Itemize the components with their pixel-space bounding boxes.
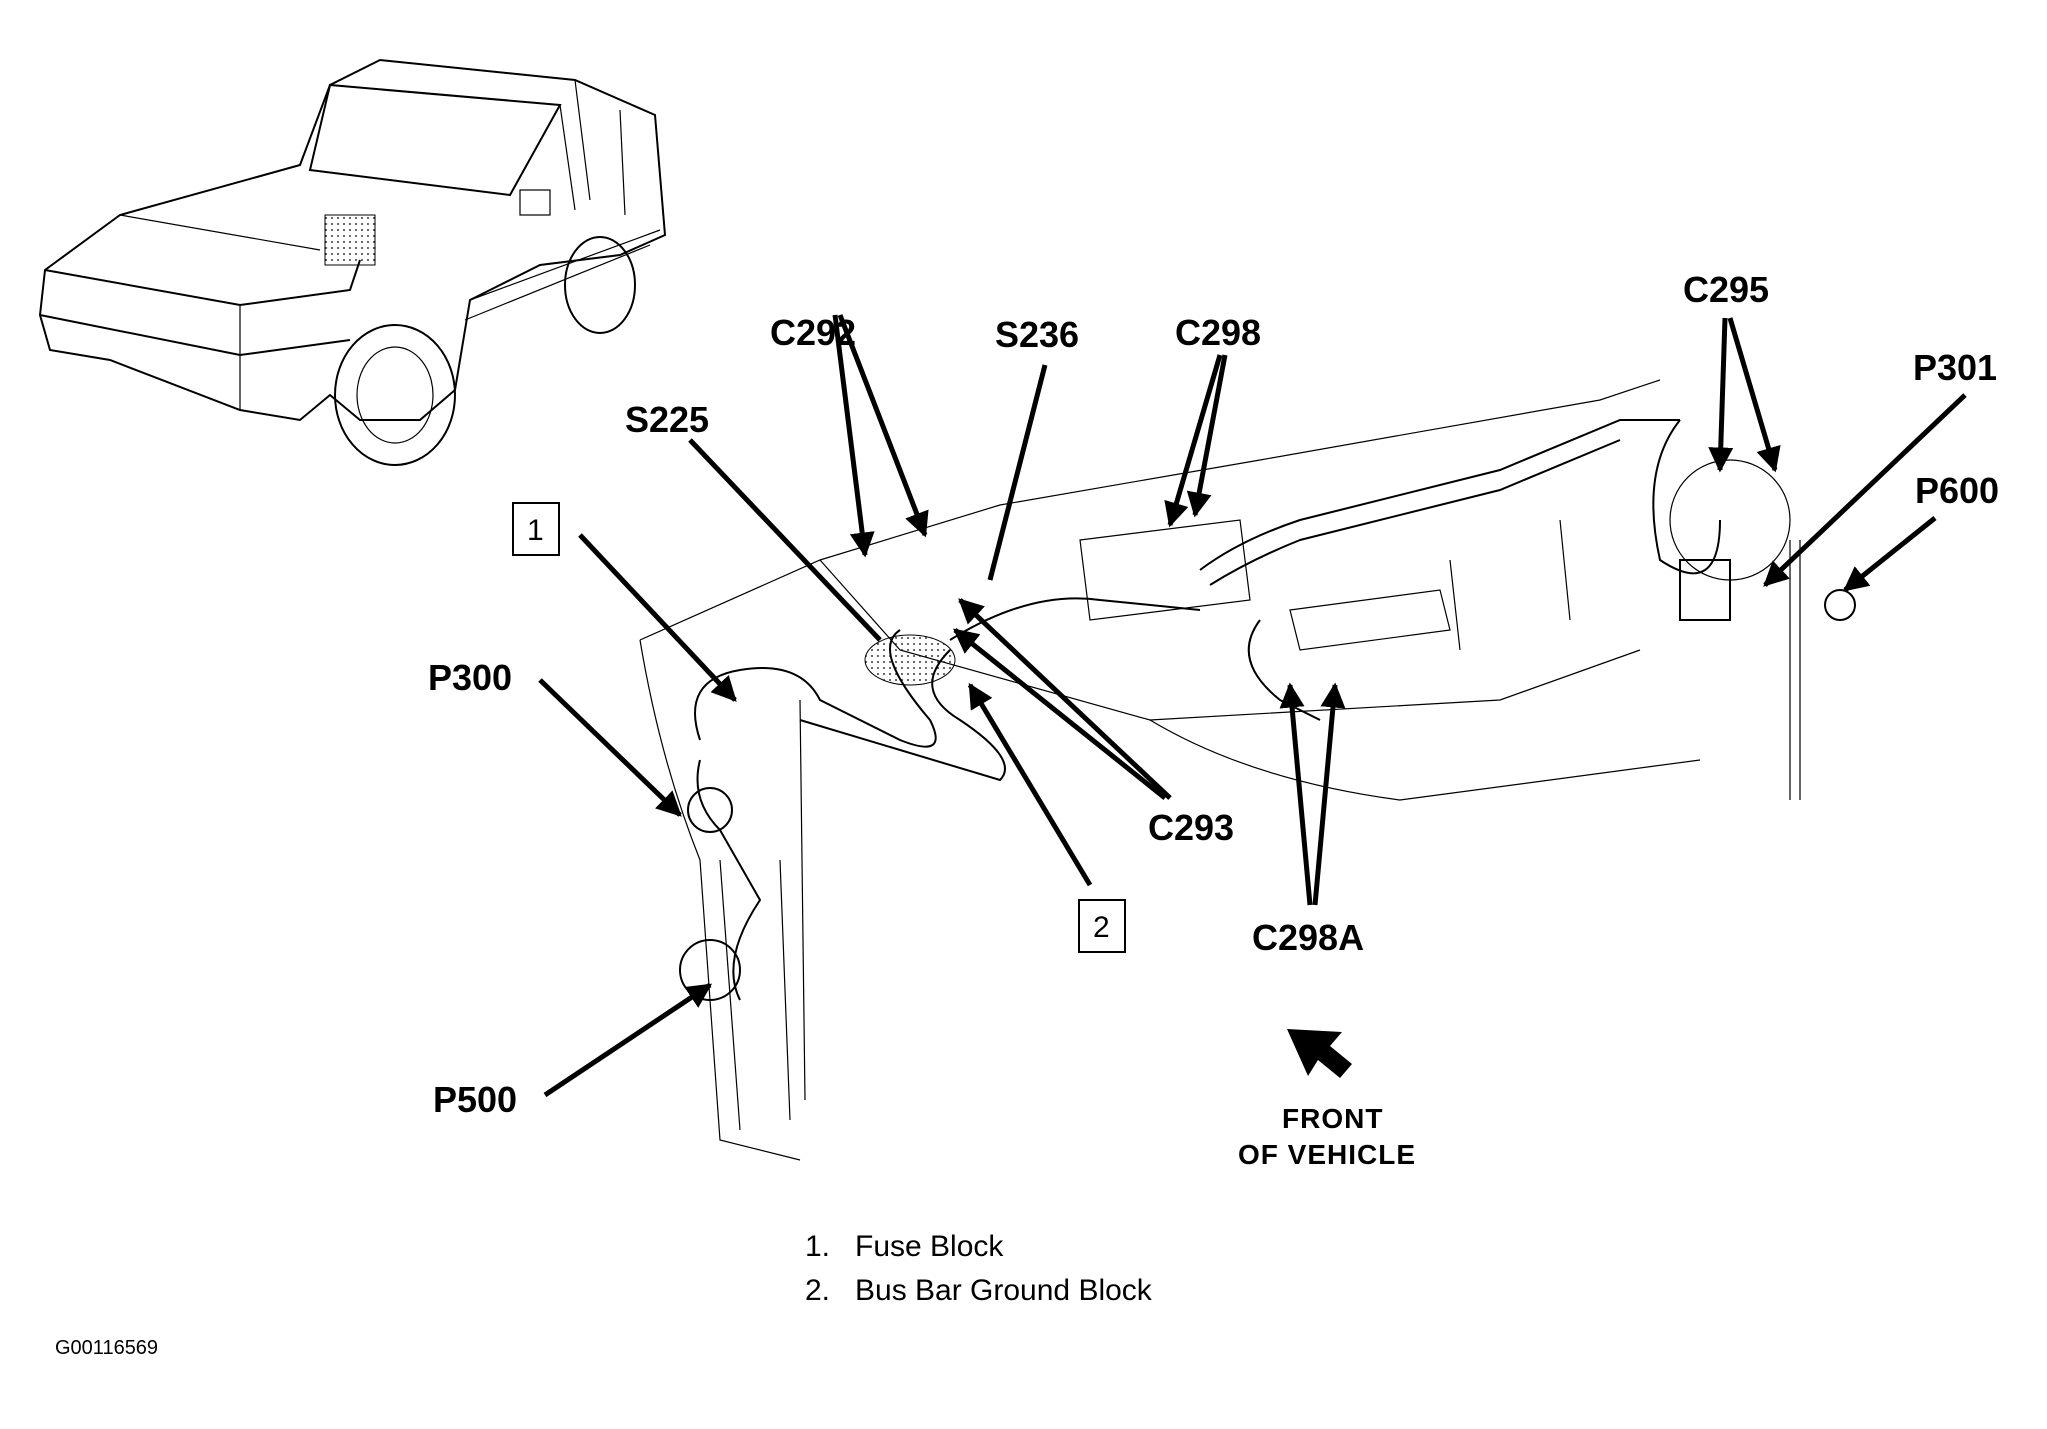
callout-p600: P600 bbox=[1915, 470, 1999, 511]
legend-item-2-number: 2. bbox=[805, 1274, 830, 1307]
callout-c292: C292 bbox=[770, 312, 856, 353]
legend: 1. Fuse Block 2. Bus Bar Ground Block bbox=[805, 1230, 1153, 1307]
legend-item-2-text: Bus Bar Ground Block bbox=[855, 1274, 1153, 1307]
leader-s225 bbox=[688, 438, 882, 642]
leader-arrows bbox=[538, 314, 1967, 1098]
leader-c298a-a bbox=[1279, 682, 1313, 906]
legend-item-1-number: 1. bbox=[805, 1230, 830, 1263]
instrument-panel-drawing bbox=[639, 379, 1801, 1161]
callout-s225: S225 bbox=[625, 399, 709, 440]
leader-p500 bbox=[543, 982, 713, 1098]
callout-s236: S236 bbox=[995, 314, 1079, 355]
vehicle-thumbnail-icon bbox=[38, 58, 667, 466]
arrow-up-left-icon bbox=[1287, 1029, 1352, 1078]
callout-c293: C293 bbox=[1148, 807, 1234, 848]
leader-s236 bbox=[987, 364, 1048, 581]
callout-p500: P500 bbox=[433, 1079, 517, 1120]
front-of-vehicle-indicator: FRONT OF VEHICLE bbox=[1238, 1029, 1416, 1170]
callout-p301: P301 bbox=[1913, 347, 1997, 388]
leader-p300 bbox=[538, 678, 682, 817]
leader-c293-b bbox=[958, 598, 1172, 800]
leader-c292-a bbox=[832, 314, 875, 558]
leader-p301 bbox=[1763, 393, 1967, 587]
leader-c298a-b bbox=[1312, 682, 1346, 906]
leader-c298-b bbox=[1186, 354, 1228, 518]
leader-c295-b bbox=[1727, 317, 1781, 473]
numbered-box-2: 2 bbox=[1078, 899, 1126, 953]
svg-text:2: 2 bbox=[1093, 911, 1110, 944]
callout-c298a: C298A bbox=[1252, 917, 1364, 958]
svg-text:1: 1 bbox=[527, 514, 544, 547]
figure-id: G00116569 bbox=[55, 1337, 158, 1359]
front-label-line1: FRONT bbox=[1282, 1103, 1383, 1134]
leader-c298-a bbox=[1164, 354, 1223, 528]
legend-item-1-text: Fuse Block bbox=[855, 1230, 1004, 1263]
front-label-line2: OF VEHICLE bbox=[1238, 1139, 1416, 1170]
callout-c298: C298 bbox=[1175, 312, 1261, 353]
leader-c293-a bbox=[953, 628, 1167, 800]
leader-p600 bbox=[1843, 516, 1937, 592]
callout-c295: C295 bbox=[1683, 269, 1769, 310]
leader-box-2 bbox=[967, 682, 1093, 887]
leader-c292-b bbox=[837, 314, 929, 538]
leader-c295-a bbox=[1708, 317, 1734, 473]
callout-p300: P300 bbox=[428, 657, 512, 698]
numbered-box-1: 1 bbox=[512, 502, 560, 556]
wiring-harness-drawing bbox=[679, 419, 1856, 1001]
leader-box-1 bbox=[578, 533, 737, 702]
